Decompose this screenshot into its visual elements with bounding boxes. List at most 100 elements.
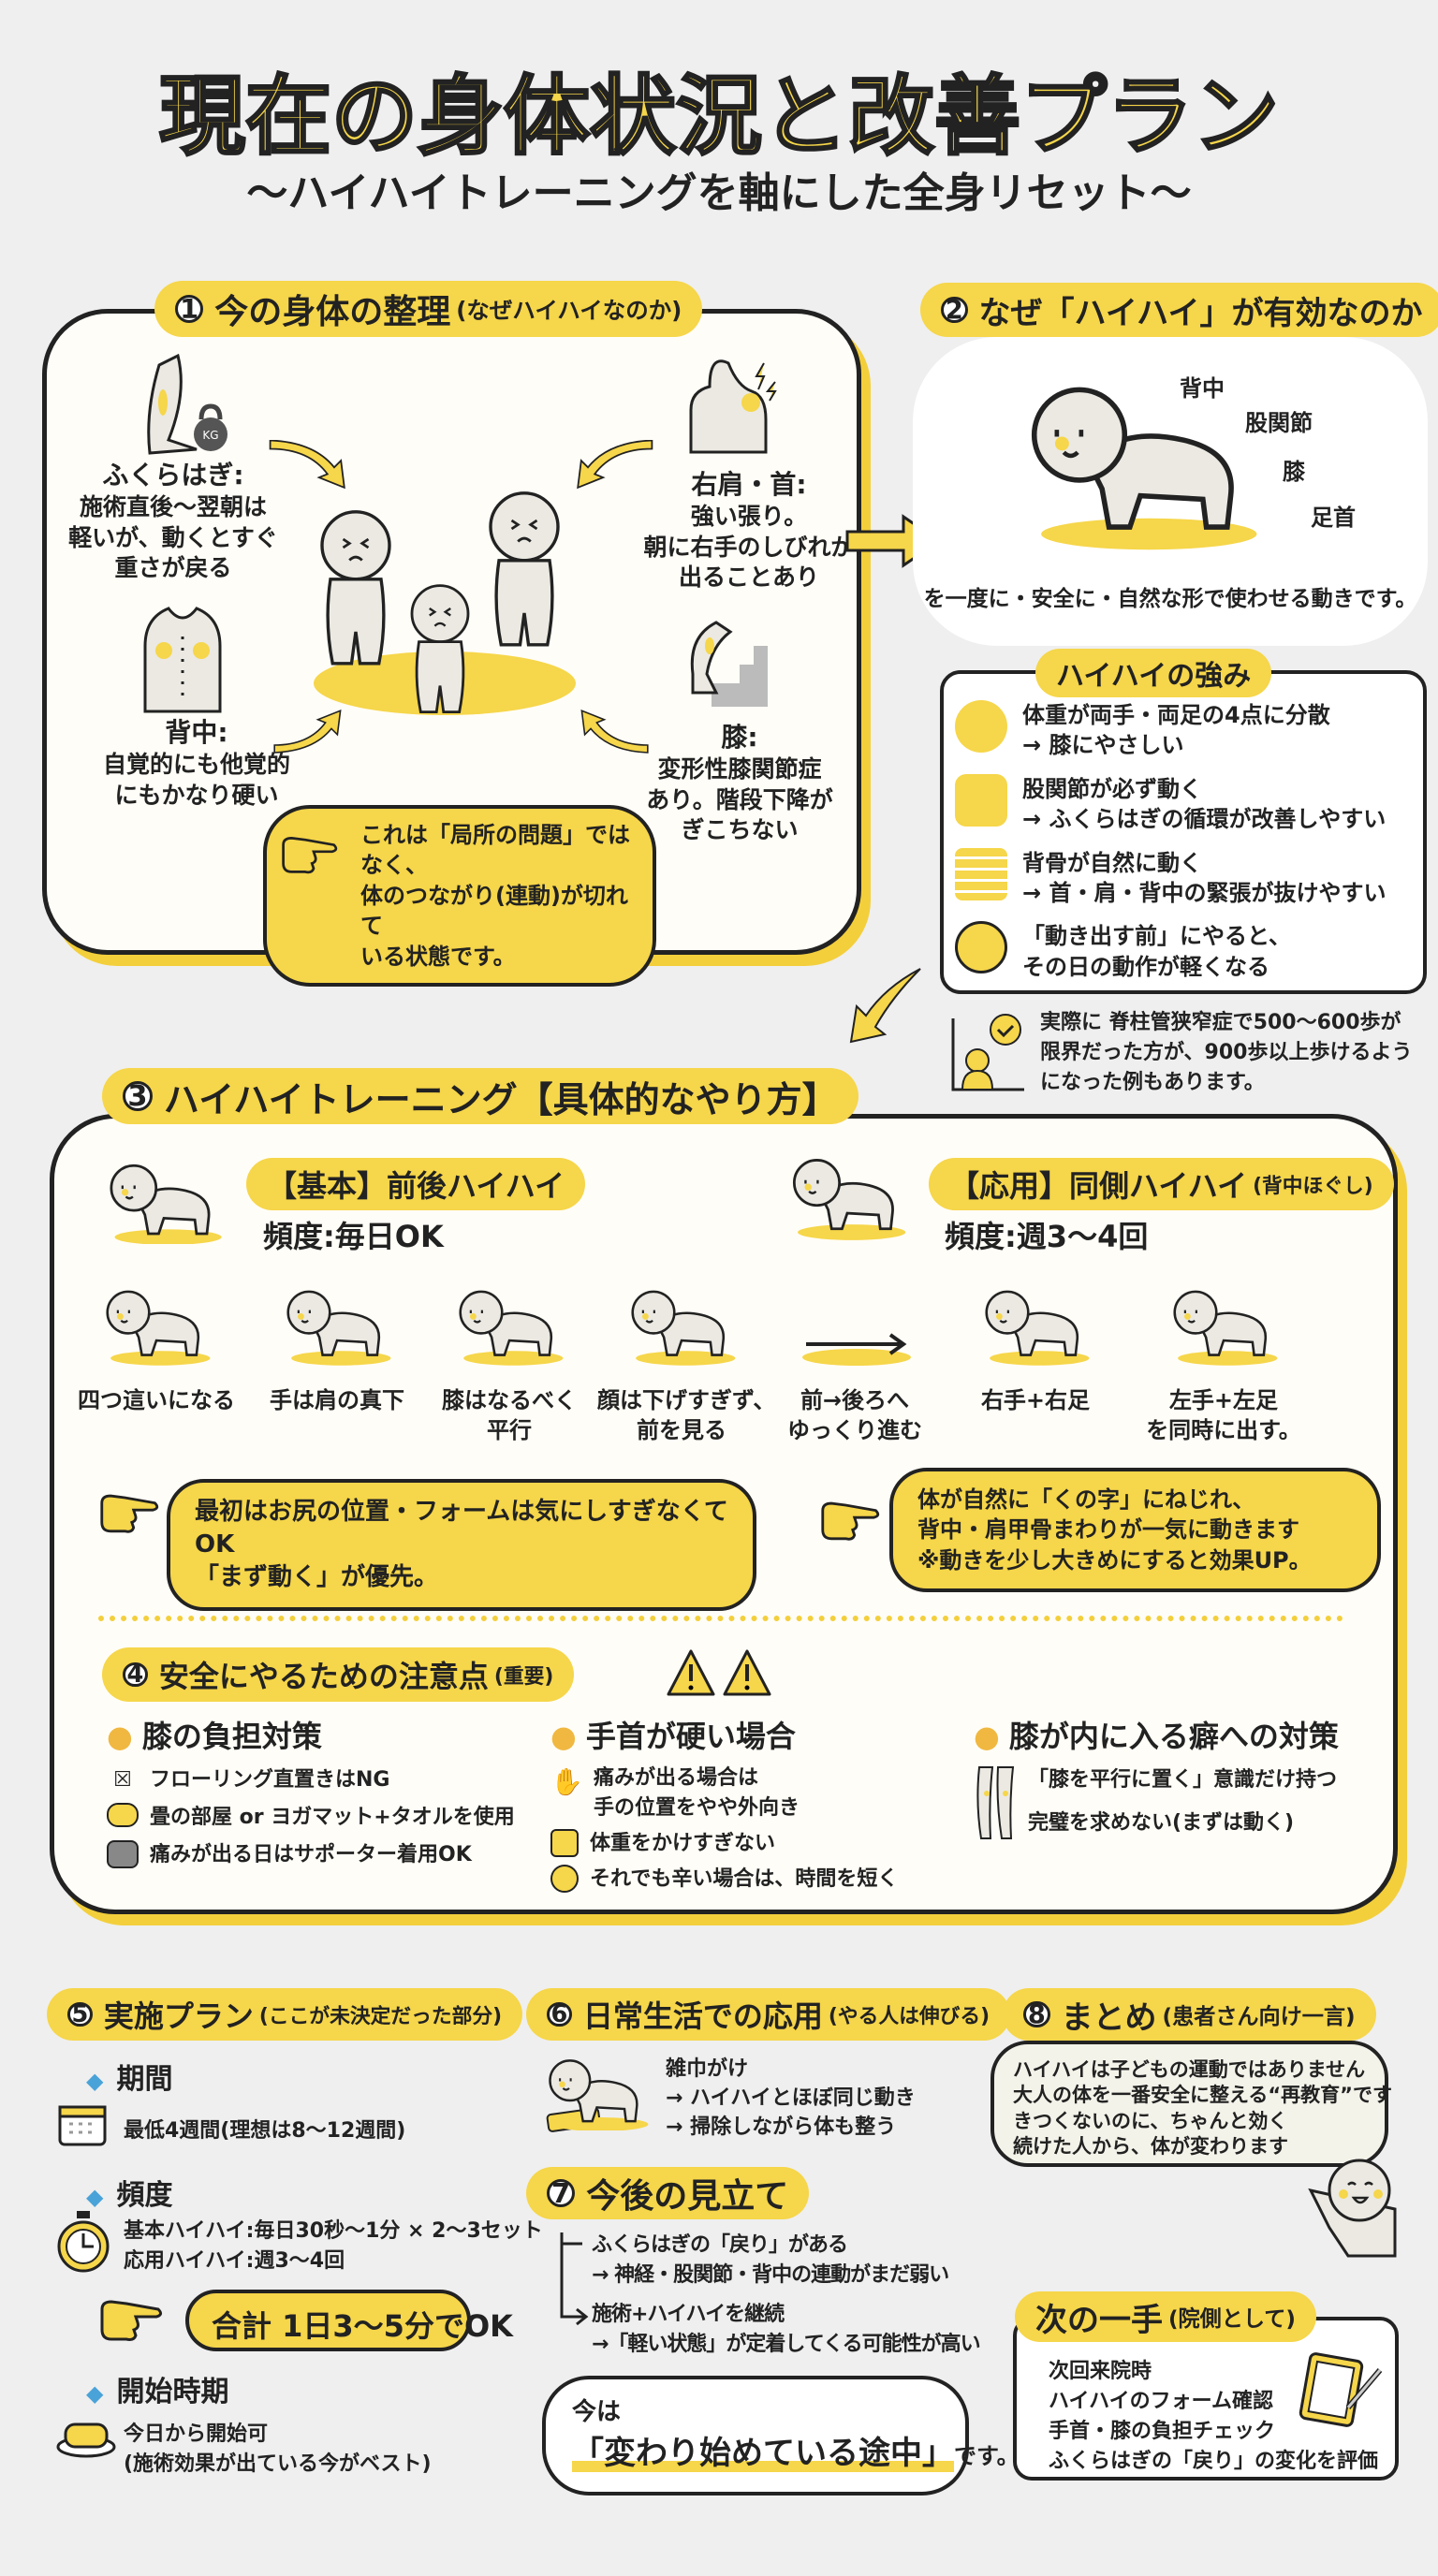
- applied-title-sub: (背中ほぐし): [1253, 1174, 1373, 1198]
- outlook-line: →「軽い状態」が定着してくる可能性が高い: [592, 2332, 981, 2356]
- section-title: 安全にやるための注意点: [158, 1659, 489, 1694]
- strength-text: 背骨が自然に動く: [1022, 849, 1202, 876]
- caution-item: 畳の部屋 or ヨガマット+タオルを使用: [107, 1802, 515, 1833]
- section-number: 4: [123, 1661, 148, 1689]
- bullet-dot: ●: [974, 1719, 1000, 1754]
- warning-icon: [667, 1649, 771, 1696]
- back-note: 背中: 自覚的にも他覚的 にもかなり硬い: [80, 716, 314, 811]
- shoulder-line: 出ることあり: [678, 564, 819, 592]
- period-heading: ◆期間: [86, 2063, 173, 2096]
- summary-line: 大人の体を一番安全に整える“再教育”です: [1013, 2084, 1392, 2107]
- strengths-header: ハイハイの強み: [1035, 649, 1272, 697]
- bullet-dot: ●: [107, 1719, 133, 1754]
- page-subtitle: 〜ハイハイトレーニングを軸にした全身リセット〜: [246, 169, 1192, 217]
- caution-item: 「膝を平行に置く」意識だけ持つ: [1028, 1768, 1338, 1792]
- strengths-box: [940, 670, 1427, 994]
- section-title: 実施プラン: [103, 1998, 254, 2034]
- knee-supporter-icon: [107, 1839, 139, 1868]
- step-label: 四つ這いになる: [78, 1387, 235, 1413]
- column-title: 膝が内に入る癖への対策: [1008, 1719, 1339, 1754]
- outlook-text: ふくらはぎの「戻り」がある → 神経・股関節・背中の連動がまだ弱い 施術+ハイハ…: [592, 2231, 981, 2360]
- summary-line: 続けた人から、体が変わります: [1013, 2134, 1288, 2158]
- next-step-line: 次回来院時: [1049, 2360, 1152, 2383]
- frequency-values: 基本ハイハイ:毎日30秒〜1分 × 2〜3セット 応用ハイハイ:週3〜4回: [124, 2217, 543, 2276]
- summary-speech-bubble: ハイハイは子どもの運動ではありません 大人の体を一番安全に整える“再教育”です …: [990, 2041, 1392, 2167]
- outlook-line: ふくらはぎの「戻り」がある: [592, 2233, 848, 2257]
- section-3-header: 3 ハイハイトレーニング【具体的なやり方】: [102, 1068, 858, 1124]
- back-label: 背中:: [165, 717, 228, 748]
- spine-icon: [955, 847, 1007, 900]
- shoulder-line: 強い張り。: [690, 503, 808, 531]
- arrow-icon: [580, 710, 649, 754]
- column-title: 手首が硬い場合: [585, 1719, 796, 1754]
- waving-figure-illustration: [1308, 2159, 1397, 2258]
- success-check-icon: [951, 1014, 1024, 1091]
- column-title: 膝の負担対策: [141, 1719, 322, 1754]
- section-number: 5: [67, 2000, 93, 2028]
- strength-effect: その日の動作が軽くなる: [1022, 953, 1269, 980]
- shoulder-note: 右肩・首: 強い張り。 朝に右手のしびれが 出ることあり: [618, 468, 880, 593]
- start-line: 今日から開始可: [124, 2422, 269, 2446]
- daily-line: 雑巾がけ: [666, 2057, 749, 2081]
- start-line: (施術効果が出ている今がベスト): [124, 2452, 432, 2476]
- arrow-to-section-3-icon: [849, 968, 921, 1044]
- next-step-list: 次回来院時 ハイハイのフォーム確認 手首・膝の負担チェック ふくらはぎの「戻り」…: [1049, 2357, 1378, 2477]
- section-1-header: 1 今の身体の整理(なぜハイハイなのか): [154, 281, 703, 337]
- strength-item: 体重が両手・両足の4点に分散→ 膝にやさしい: [955, 700, 1423, 761]
- body-part-label: 股関節: [1245, 410, 1313, 436]
- caution-item: ✋痛みが出る場合は手の位置をやや外向き: [550, 1764, 898, 1823]
- summary-line: ハイハイは子どもの運動ではありません: [1013, 2058, 1366, 2081]
- frequency-line: 基本ハイハイ:毎日30秒〜1分 × 2〜3セット: [124, 2219, 543, 2243]
- next-step-header: 次の一手(院側として): [1015, 2291, 1316, 2342]
- section-number: 6: [547, 2000, 572, 2028]
- legs-icon: [976, 1766, 1015, 1839]
- section-title: まとめ: [1061, 1998, 1157, 2037]
- section-subtitle: (やる人は伸びる): [828, 2004, 990, 2028]
- section-7-header: 7 今後の見立て: [526, 2167, 810, 2219]
- strength-item: 背骨が自然に動く → 首・肩・背中の緊張が抜けやすい: [955, 847, 1423, 909]
- shoulder-line: 朝に右手のしびれが: [643, 533, 855, 561]
- strength-effect: → 膝にやさしい: [1022, 732, 1184, 759]
- section-divider: [98, 1616, 1343, 1621]
- period-value: 最低4週間(理想は8〜12週間): [124, 2119, 406, 2143]
- applied-frequency: 頻度:週3〜4回: [945, 1219, 1149, 1254]
- section-8-header: 8 まとめ(患者さん向け一言): [1003, 1988, 1376, 2041]
- tree-connector: [560, 2232, 589, 2326]
- back-icon: [143, 607, 222, 713]
- step-figure: [286, 1290, 392, 1368]
- forward-arrow-icon: [802, 1333, 911, 1366]
- scale-icon: [550, 1828, 579, 1857]
- summary-line: きつくないのに、ちゃんと効く: [1013, 2109, 1288, 2132]
- section-4-header: 4 安全にやるための注意点(重要): [102, 1647, 575, 1702]
- step-label: 右手+右足: [980, 1387, 1091, 1413]
- knee-line: あり。階段下降が: [646, 785, 833, 813]
- callout-line: これは「局所の問題」ではなく、: [360, 822, 630, 879]
- status-callout: 今は 「変わり始めている途中」です。: [542, 2376, 1020, 2496]
- note-line: 限界だった方が、900歩以上歩けるよう: [1040, 1040, 1413, 1064]
- section-title: なぜ「ハイハイ」が有効なのか: [978, 294, 1423, 332]
- happy-crawler-illustration: [1019, 370, 1262, 552]
- calf-label: ふくらはぎ:: [102, 460, 244, 490]
- caution-item: ☒フローリング直置きはNG: [107, 1765, 515, 1795]
- back-line: 自覚的にも他覚的: [102, 751, 290, 779]
- calf-line: 軽いが、動くとすぐ: [68, 523, 278, 551]
- strength-text: 「動き出す前」にやると、: [1022, 923, 1292, 950]
- applied-tip-callout: 体が自然に「くの字」にねじれ、 背中・肩甲骨まわりが一気に動きます ※動きを少し…: [889, 1468, 1381, 1593]
- section-subtitle: (患者さん向け一言): [1162, 2005, 1356, 2029]
- basic-tip-callout: 最初はお尻の位置・フォームは気にしすぎなくてOK 「まず動く」が優先。: [167, 1479, 756, 1612]
- caution-item: 完璧を求めない(まずは動く): [1028, 1810, 1295, 1835]
- section-title: 日常生活での応用: [582, 1998, 823, 2034]
- step-label: 前→後ろへゆっくり進む: [787, 1387, 922, 1444]
- section-number: 3: [123, 1080, 153, 1113]
- daily-line: → 掃除しながら体も整う: [666, 2115, 897, 2139]
- page-title: 現在の身体状況と改善プラン: [157, 66, 1280, 168]
- basic-frequency: 頻度:毎日OK: [263, 1219, 444, 1254]
- knee-line: 変形性膝関節症: [657, 755, 822, 783]
- callout-line: いる状態です。: [360, 943, 516, 970]
- strength-text: 股関節が必ず動く: [1022, 775, 1202, 802]
- strength-effect: → 首・肩・背中の緊張が抜けやすい: [1022, 879, 1387, 906]
- section-title: 今の身体の整理: [214, 293, 451, 331]
- shoulder-label: 右肩・首:: [691, 469, 807, 500]
- clock-feather-icon: [955, 921, 1007, 974]
- tip-line: 体が自然に「くの字」にねじれ、: [917, 1486, 1255, 1513]
